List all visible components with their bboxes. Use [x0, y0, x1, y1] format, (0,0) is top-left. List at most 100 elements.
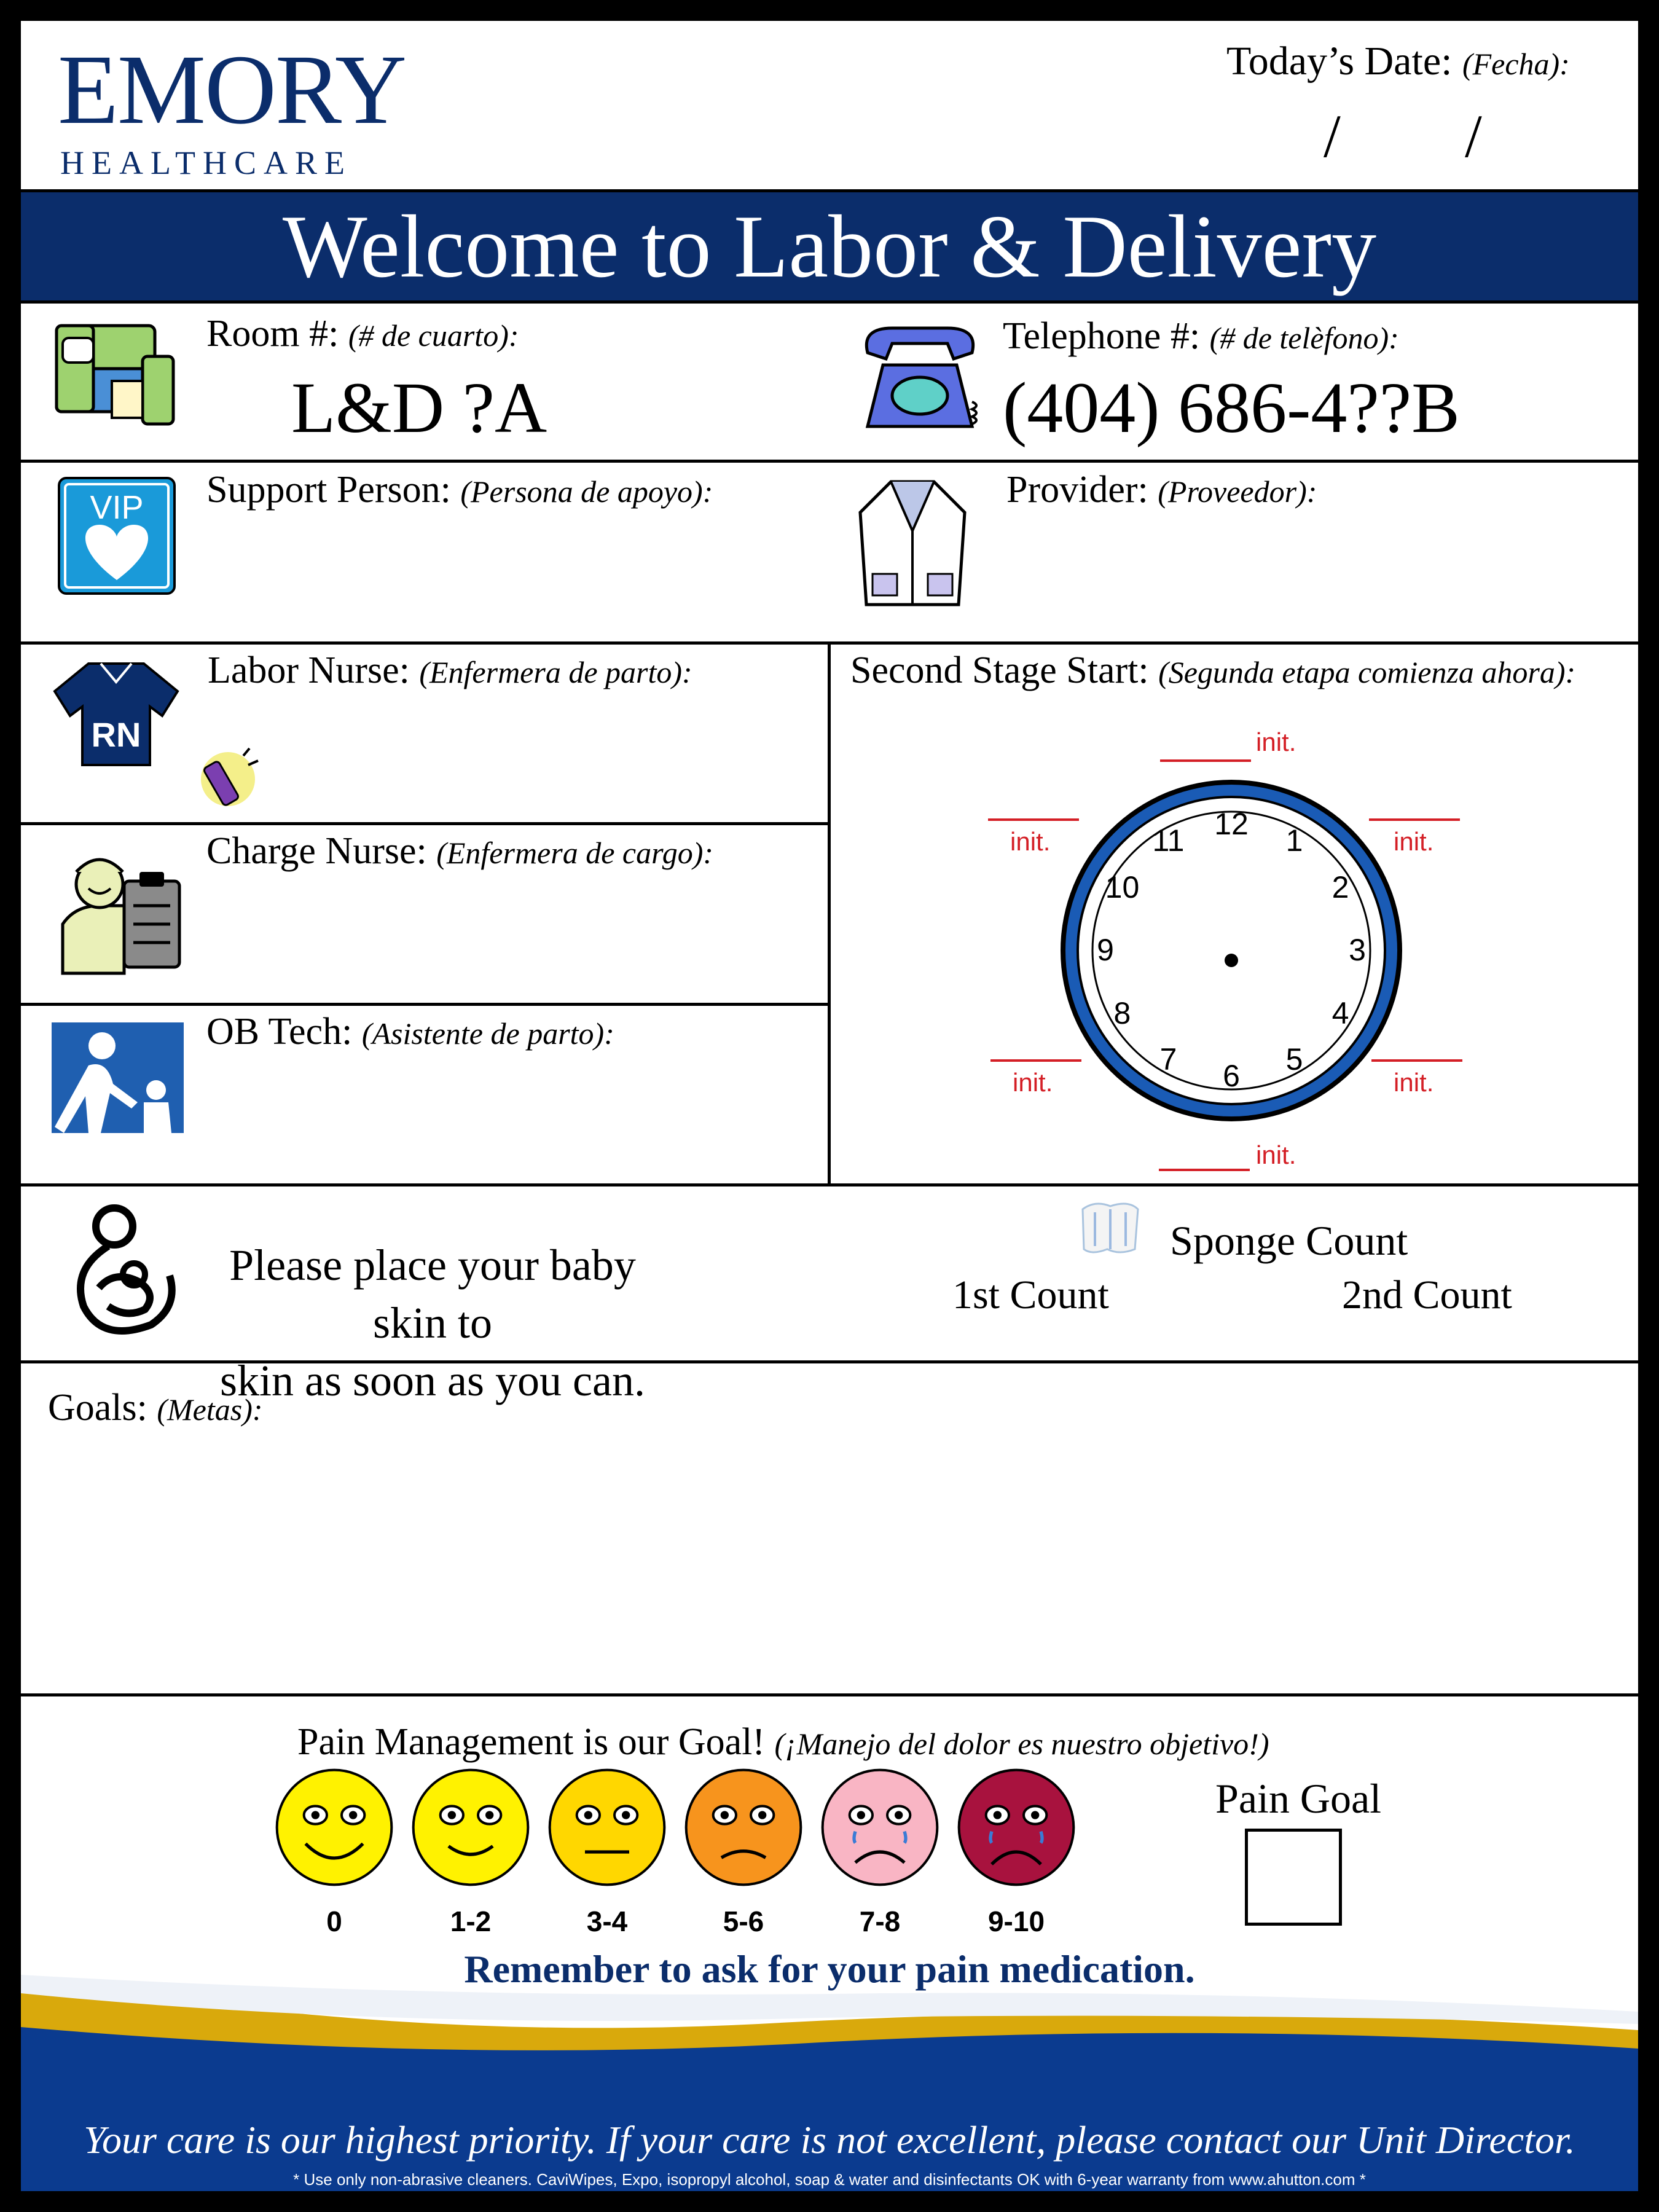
pain-title-en: Pain Management is our Goal! — [297, 1721, 766, 1763]
divider — [828, 641, 831, 1186]
clock-number: 2 — [1332, 869, 1349, 904]
init-bottom: init. — [1256, 1140, 1296, 1169]
divider — [21, 1693, 1638, 1696]
skin-line-1: Please place your baby skin to — [229, 1241, 636, 1347]
pain-face-0[interactable] — [273, 1766, 396, 1892]
ob-tech-label-en: OB Tech: — [206, 1011, 353, 1053]
clock-number: 8 — [1113, 995, 1131, 1030]
footer-message: Your care is our highest priority. If yo… — [84, 2118, 1575, 2162]
second-stage-label-en: Second Stage Start: — [850, 649, 1149, 691]
sponge-icon — [1077, 1197, 1144, 1261]
skin-to-skin-text: Please place your baby skin to skin as s… — [205, 1236, 660, 1410]
clock-number: 10 — [1105, 869, 1140, 904]
init-line-bottom-left — [990, 1059, 1081, 1062]
pain-face-label: 1-2 — [450, 1905, 492, 1937]
init-line-top-right — [1369, 818, 1460, 821]
init-bottom-left: init. — [1013, 1068, 1053, 1097]
sponge-second-count[interactable]: 2nd Count — [1342, 1273, 1512, 1317]
provider-label-en: Provider: — [1006, 469, 1148, 511]
clock-number: 12 — [1214, 807, 1249, 841]
labor-nurse-label: Labor Nurse: (Enfermera de parto): — [208, 649, 692, 692]
charge-nurse-label-en: Charge Nurse: — [206, 830, 427, 872]
date-sep-2: / — [1465, 102, 1482, 170]
clock-face — [1056, 775, 1406, 1126]
divider — [21, 1003, 831, 1006]
clock-number: 3 — [1349, 933, 1366, 967]
init-line-top-left — [988, 818, 1079, 821]
pain-face-label: 7-8 — [859, 1905, 901, 1937]
clock-number: 6 — [1223, 1059, 1240, 1093]
hospital-bed-icon — [50, 313, 179, 433]
date-label-es: (Fecha): — [1462, 47, 1570, 81]
room-label-en: Room #: — [206, 313, 339, 355]
date-label: Today’s Date: (Fecha): — [1226, 38, 1570, 85]
svg-text:VIP: VIP — [90, 489, 143, 526]
provider-label-es: (Proveedor): — [1158, 474, 1317, 509]
divider — [21, 822, 831, 825]
init-line-bottom — [1159, 1169, 1250, 1171]
clock-number: 9 — [1097, 933, 1114, 967]
clock-number: 7 — [1159, 1041, 1177, 1077]
pain-face-5[interactable] — [955, 1766, 1078, 1892]
pain-face-3[interactable] — [682, 1766, 805, 1892]
logo-bottom: HEALTHCARE — [60, 144, 353, 181]
divider — [21, 460, 1638, 463]
pain-face-label: 0 — [326, 1905, 342, 1937]
room-number[interactable]: L&D ?A — [291, 367, 547, 448]
telephone-icon — [849, 316, 990, 442]
lab-coat-icon — [854, 476, 971, 620]
goals-label-es: (Metas): — [157, 1392, 263, 1427]
room-label: Room #: (# de cuarto): — [206, 312, 519, 356]
charge-nurse-label-es: (Enfermera de cargo): — [436, 836, 713, 870]
date-label-en: Today’s Date: — [1226, 39, 1453, 84]
init-top-left: init. — [1010, 827, 1051, 856]
whiteboard: EMORY HEALTHCARE Today’s Date: (Fecha): … — [21, 21, 1638, 2191]
telephone-label-en: Telephone #: — [1003, 315, 1201, 357]
sponge-count-title: Sponge Count — [1170, 1217, 1408, 1264]
helper-icon — [52, 1022, 184, 1136]
pain-face-2[interactable] — [546, 1766, 669, 1892]
cell-phone-icon — [194, 743, 262, 814]
init-line-bottom-right — [1371, 1059, 1462, 1062]
pain-goal-box[interactable] — [1245, 1829, 1342, 1926]
skin-line-2: skin as soon as you can. — [220, 1356, 645, 1405]
date-sep-1: / — [1324, 102, 1341, 170]
divider — [21, 1360, 1638, 1363]
pain-face-1[interactable] — [409, 1766, 532, 1892]
svg-text:RN: RN — [92, 715, 141, 754]
clock-number: 4 — [1332, 995, 1349, 1030]
pain-goal-label: Pain Goal — [1215, 1775, 1382, 1822]
init-line-top — [1160, 759, 1251, 762]
pain-face-label: 5-6 — [723, 1905, 764, 1937]
clock-number: 1 — [1285, 823, 1303, 858]
pain-face-label: 9-10 — [987, 1905, 1045, 1937]
ob-tech-label-es: (Asistente de parto): — [361, 1016, 614, 1051]
mother-baby-icon — [65, 1202, 182, 1352]
banner-title: Welcome to Labor & Delivery — [282, 197, 1377, 296]
pain-title-es: (¡Manejo del dolor es nuestro objetivo!) — [774, 1727, 1269, 1761]
clock-number: 5 — [1285, 1041, 1303, 1077]
second-stage-label-es: (Segunda etapa comienza ahora): — [1158, 655, 1576, 689]
nurse-clipboard-icon — [50, 838, 186, 982]
pain-face-label: 3-4 — [586, 1905, 628, 1937]
logo-top: EMORY — [58, 35, 407, 145]
welcome-banner: Welcome to Labor & Delivery — [21, 189, 1638, 304]
pain-face-4[interactable] — [818, 1766, 941, 1892]
ob-tech-label: OB Tech: (Asistente de parto): — [206, 1010, 614, 1054]
provider-label: Provider: (Proveedor): — [1006, 468, 1317, 512]
init-top-right: init. — [1394, 827, 1434, 856]
rn-scrubs-icon: RN — [52, 657, 181, 771]
telephone-number[interactable]: (404) 686-4??B — [1003, 367, 1460, 448]
second-stage-label: Second Stage Start: (Segunda etapa comie… — [850, 649, 1575, 692]
init-top: init. — [1256, 728, 1296, 756]
labor-nurse-label-es: (Enfermera de parto): — [419, 655, 692, 689]
charge-nurse-label: Charge Nurse: (Enfermera de cargo): — [206, 830, 713, 873]
footer-band — [21, 1956, 1638, 2191]
labor-nurse-label-en: Labor Nurse: — [208, 649, 410, 691]
telephone-label-es: (# de telèfono): — [1209, 321, 1399, 355]
support-person-label-es: (Persona de apoyo): — [460, 474, 713, 509]
init-bottom-right: init. — [1394, 1068, 1434, 1097]
sponge-first-count[interactable]: 1st Count — [952, 1273, 1109, 1317]
vip-heart-icon: VIP — [57, 476, 177, 599]
telephone-label: Telephone #: (# de telèfono): — [1003, 315, 1399, 358]
